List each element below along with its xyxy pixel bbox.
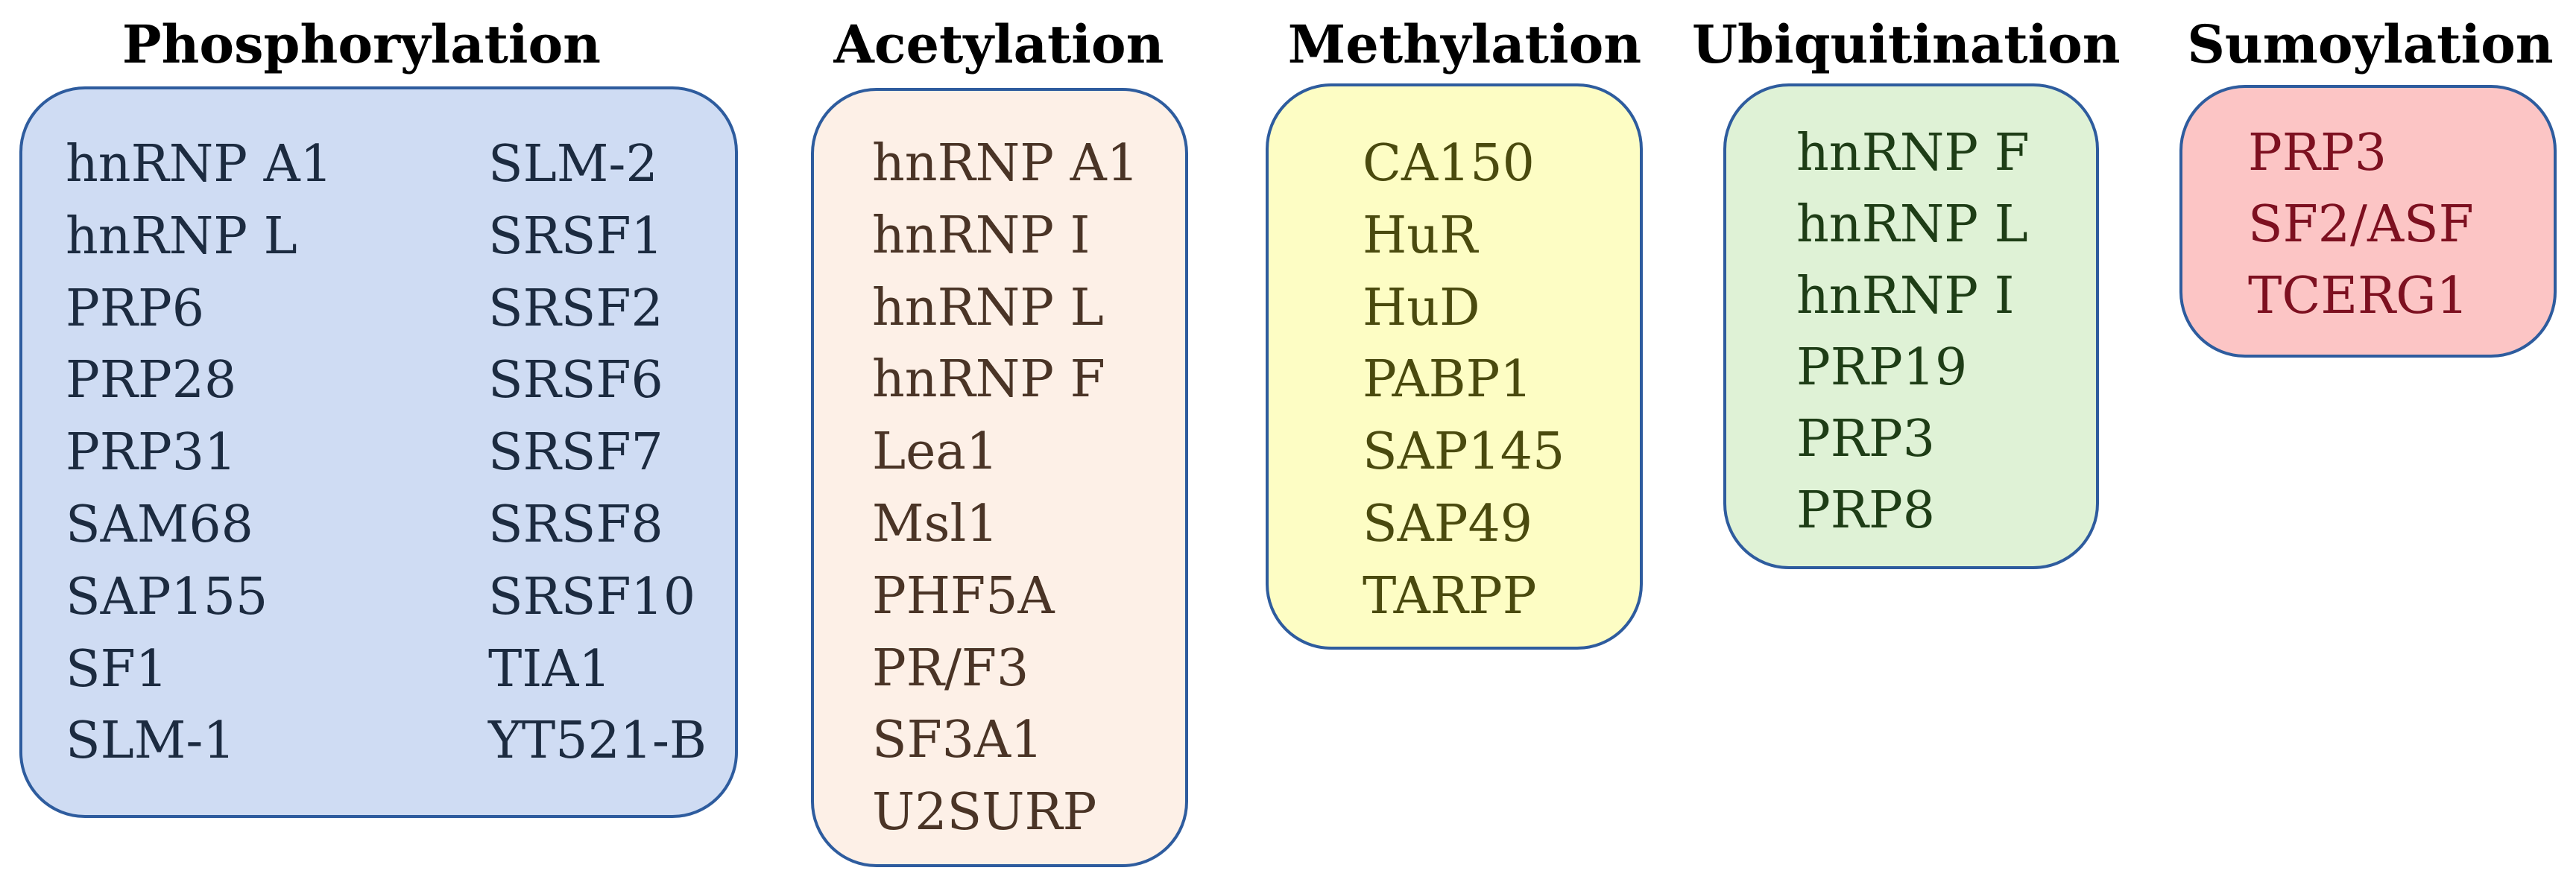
acetylation-heading: Acetylation (833, 13, 1164, 75)
sumoylation-heading: Sumoylation (2187, 13, 2554, 75)
protein-item: SF2/ASF (2248, 195, 2474, 254)
protein-item: hnRNP L (66, 206, 297, 266)
protein-item: YT521-B (488, 711, 707, 771)
protein-item: hnRNP I (1796, 267, 2015, 326)
protein-item: SAP155 (66, 567, 268, 627)
protein-item: Lea1 (872, 422, 999, 482)
protein-item: PRP28 (66, 351, 237, 410)
protein-item: PRP3 (2248, 124, 2387, 183)
protein-item: TARPP (1363, 566, 1537, 626)
protein-item: SLM-1 (66, 711, 236, 771)
protein-item: TIA1 (488, 639, 611, 699)
protein-item: HuD (1363, 278, 1480, 337)
protein-item: SAP145 (1363, 422, 1565, 482)
acetylation-box (811, 88, 1188, 867)
protein-item: hnRNP L (1796, 195, 2028, 254)
protein-item: TCERG1 (2248, 267, 2469, 326)
protein-item: SRSF1 (488, 206, 663, 266)
protein-item: SRSF7 (488, 423, 663, 483)
protein-item: PRP19 (1796, 338, 1968, 397)
phosphorylation-heading: Phosphorylation (121, 13, 602, 75)
protein-item: PRP6 (66, 279, 204, 338)
methylation-heading: Methylation (1287, 13, 1642, 75)
sumoylation-box (2179, 85, 2557, 358)
ubiquitination-heading: Ubiquitination (1692, 13, 2121, 75)
protein-item: SAP49 (1363, 494, 1532, 554)
protein-item: hnRNP A1 (872, 134, 1140, 193)
protein-item: SF1 (66, 639, 168, 699)
protein-item: PRP3 (1796, 410, 1935, 469)
protein-item: SF3A1 (872, 711, 1044, 770)
protein-item: PRP8 (1796, 481, 1935, 540)
protein-item: hnRNP A1 (66, 135, 333, 194)
protein-item: U2SURP (872, 783, 1097, 843)
protein-item: SRSF10 (488, 567, 696, 627)
protein-item: SRSF2 (488, 279, 663, 338)
protein-item: SRSF8 (488, 495, 663, 554)
protein-item: hnRNP F (1796, 124, 2030, 183)
phosphorylation-box (19, 86, 738, 818)
protein-item: PABP1 (1363, 350, 1532, 410)
protein-item: Msl1 (872, 494, 999, 554)
protein-item: hnRNP F (872, 350, 1105, 410)
protein-item: CA150 (1363, 134, 1535, 193)
protein-item: PHF5A (872, 566, 1055, 626)
protein-item: HuR (1363, 206, 1478, 265)
protein-item: hnRNP L (872, 278, 1104, 337)
ubiquitination-box (1723, 83, 2099, 569)
protein-item: SRSF6 (488, 351, 663, 410)
protein-item: PR/F3 (872, 638, 1029, 698)
protein-item: SAM68 (66, 495, 253, 554)
protein-item: hnRNP I (872, 206, 1090, 265)
methylation-box (1266, 83, 1643, 650)
protein-item: PRP31 (66, 423, 237, 483)
protein-item: SLM-2 (488, 135, 658, 194)
